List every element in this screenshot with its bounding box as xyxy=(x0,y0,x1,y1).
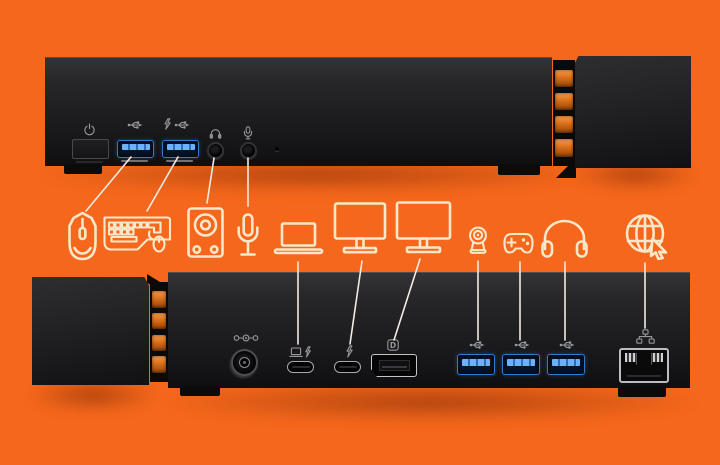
mic-jack xyxy=(240,142,257,159)
usb-a-front-port-2 xyxy=(162,140,199,158)
usb-icon xyxy=(174,121,190,129)
internet-globe-icon xyxy=(625,214,668,260)
svg-text:D: D xyxy=(390,341,396,350)
speaker-icon xyxy=(187,207,224,258)
port-reflection xyxy=(121,160,148,162)
vent-slat xyxy=(152,334,166,352)
headphone-jack xyxy=(207,142,224,159)
gamepad-icon xyxy=(503,232,534,254)
power-icon xyxy=(83,123,96,136)
usb-c-port-2 xyxy=(334,361,361,373)
keyboard-and-mouse-icon xyxy=(103,216,172,253)
vent-slat xyxy=(152,356,166,373)
dock-foot xyxy=(180,386,220,396)
vent-slat xyxy=(555,138,573,157)
microphone-icon xyxy=(237,213,259,256)
monitor-large-icon xyxy=(395,201,452,254)
side-vent-grille xyxy=(150,282,168,382)
thunderbolt-icon xyxy=(346,345,353,358)
headphones-icon xyxy=(541,219,588,258)
dock-foot xyxy=(618,386,666,397)
usb-icon xyxy=(127,121,143,129)
vent-slat xyxy=(555,92,573,111)
monitor-small-icon xyxy=(333,202,387,254)
usb-icon xyxy=(469,341,485,349)
cursor-arrow xyxy=(649,237,668,260)
side-vent-grille xyxy=(553,60,575,166)
laptop-host-icon xyxy=(289,347,303,358)
usb-icon xyxy=(559,341,575,349)
displayport-icon: D xyxy=(387,339,399,351)
webcam-icon xyxy=(469,226,487,254)
usb-icon xyxy=(514,341,530,349)
vent-slat xyxy=(555,69,573,88)
power-button xyxy=(72,139,109,159)
dock-side-panel-back xyxy=(32,277,149,385)
ethernet-port xyxy=(619,348,669,383)
displayport-port xyxy=(371,354,417,377)
usb-a-front-port-1 xyxy=(117,140,154,158)
usb-c-port-1 xyxy=(287,361,314,373)
usb-a-back-port-2 xyxy=(502,354,540,375)
dc-power-jack xyxy=(231,349,258,376)
port-reflection xyxy=(166,160,193,162)
gaming-mouse-icon xyxy=(68,211,97,261)
headphone-jack-icon xyxy=(209,127,222,139)
laptop-icon xyxy=(273,222,324,255)
reset-pinhole xyxy=(275,147,279,151)
charging-lightning-icon xyxy=(164,118,171,130)
mic-jack-icon xyxy=(243,126,253,140)
dock-foot xyxy=(64,164,102,174)
button-reflection xyxy=(76,161,103,163)
dock-foot xyxy=(498,164,540,175)
usb-a-back-port-1 xyxy=(457,354,495,375)
dc-power-icon xyxy=(233,333,259,343)
thunderbolt-icon xyxy=(305,346,311,358)
back-device-shadow xyxy=(160,382,700,422)
usb-a-back-port-3 xyxy=(547,354,585,375)
vent-slat xyxy=(555,115,573,134)
vent-slat xyxy=(152,312,166,330)
network-icon xyxy=(636,329,655,344)
dock-side-panel xyxy=(575,56,691,168)
vent-slat xyxy=(152,291,166,308)
